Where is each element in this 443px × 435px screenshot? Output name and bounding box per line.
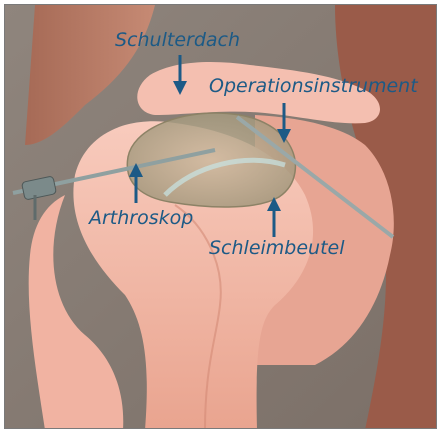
arrow-up-icon [129, 163, 143, 203]
arrow-down-icon [277, 103, 291, 143]
label-schleimbeutel: Schleimbeutel [209, 237, 345, 259]
label-arthroskop: Arthroskop [89, 207, 193, 229]
arrow-down-icon [173, 55, 187, 95]
arrow-up-icon [267, 197, 281, 237]
label-schulterdach: Schulterdach [115, 29, 240, 51]
label-operationsinstrument: Operationsinstrument [209, 75, 418, 97]
shoulder-arthroscopy-illustration: Schulterdach Operationsinstrument Arthro… [4, 4, 437, 429]
shoulder-anatomy-drawing [5, 5, 437, 429]
